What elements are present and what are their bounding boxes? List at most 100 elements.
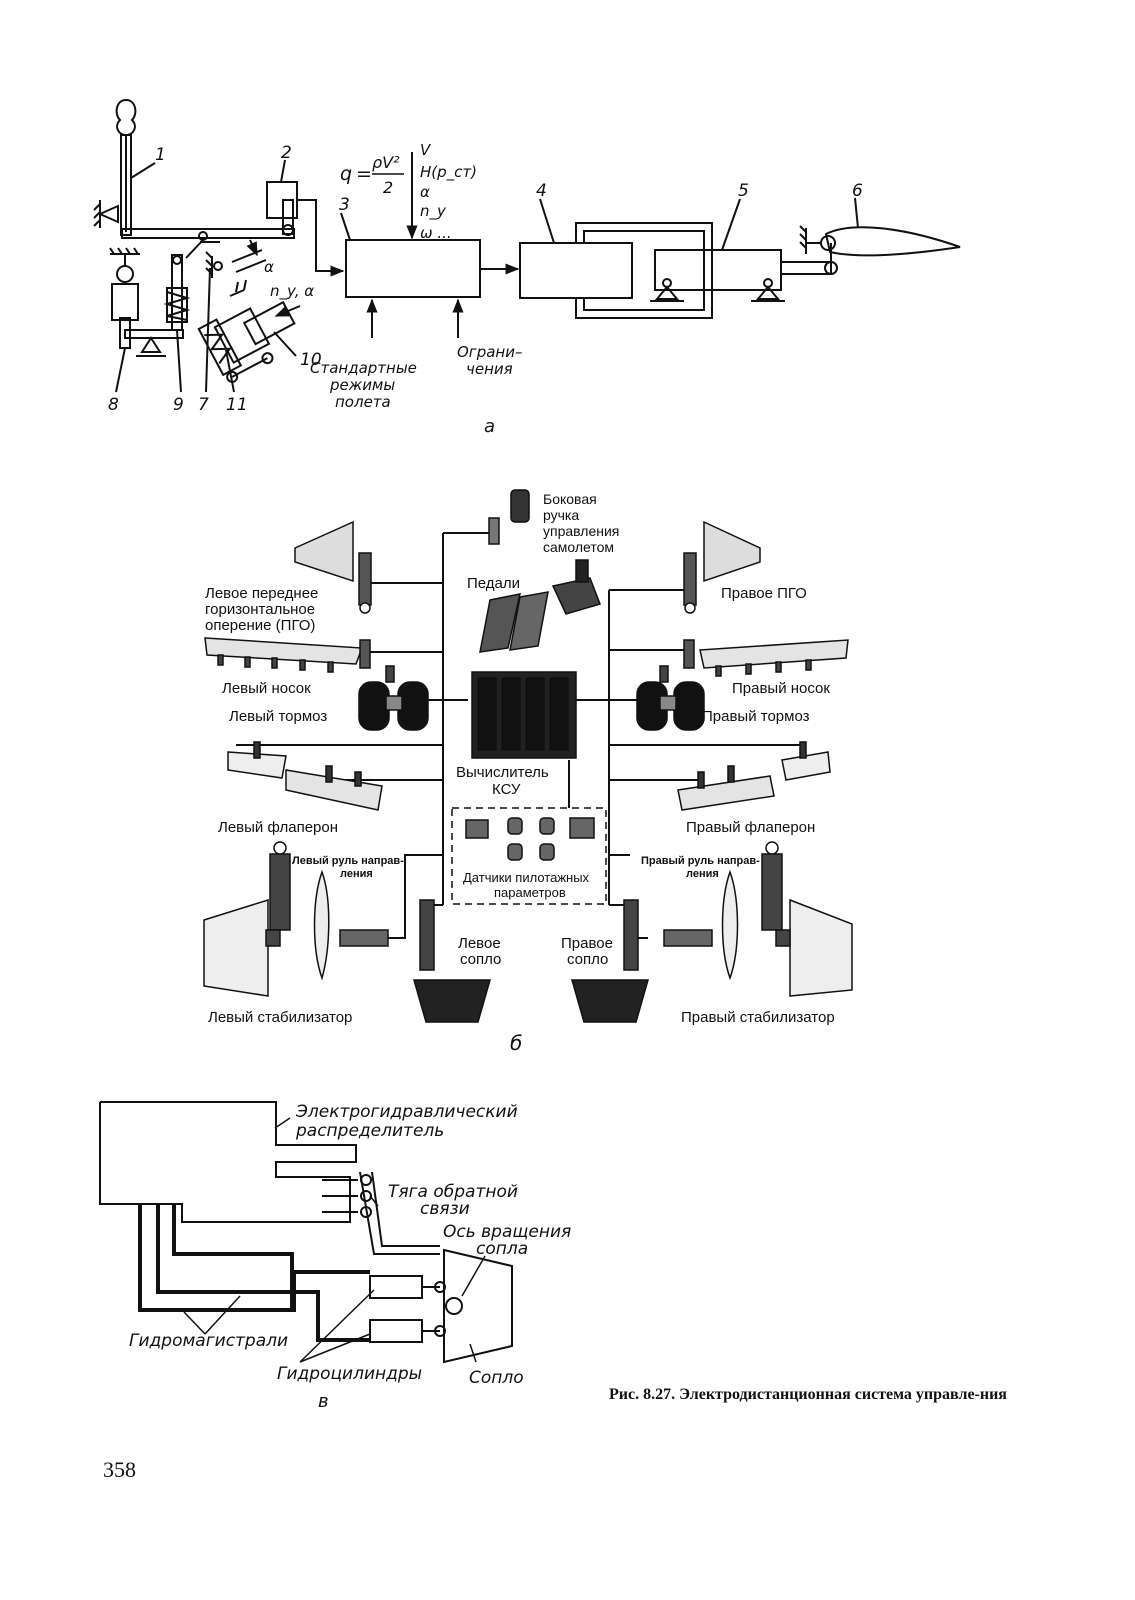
left-flaperon-label: Левый флаперон: [218, 819, 338, 836]
right-pgo-label: Правое ПГО: [721, 585, 807, 602]
left-stab-label: Левый стабилизатор: [208, 1009, 352, 1026]
nozzle-axis: [445, 1297, 463, 1315]
distributor-label-2: распределитель: [295, 1121, 444, 1141]
left-brake-label: Левый тормоз: [229, 708, 327, 725]
limits-line1: Ограни–: [457, 343, 522, 361]
figure-a-text: 1 2 3 4 5 6 8 9 7 11 10 q = ρV² 2 V H(p_…: [108, 141, 863, 437]
right-brake-icon: [636, 665, 705, 731]
nozzle-shape: [443, 1248, 513, 1364]
figure-v: [99, 1101, 513, 1364]
left-slat-label: Левый носок: [222, 680, 311, 697]
left-flaperon-outer-icon: [285, 769, 383, 811]
figure-v-text: Электрогидравлический распределитель Тяг…: [129, 1102, 571, 1412]
callout-11: 11: [226, 395, 248, 415]
left-flaperon-inner-icon: [227, 751, 287, 779]
formula-numerator: ρV²: [372, 153, 400, 172]
param-ny: n_y: [420, 202, 447, 221]
pedals-label: Педали: [467, 575, 520, 592]
side-stick-icon: [510, 489, 530, 523]
right-flaperon-label: Правый флаперон: [686, 819, 815, 836]
right-rudder-icon: [721, 869, 739, 981]
right-slat-label: Правый носок: [732, 680, 830, 697]
right-nozzle-label-1: Правое: [561, 935, 613, 952]
left-pgo-icon: [294, 520, 354, 583]
push-rod: [121, 228, 295, 239]
distributor-block: [99, 1101, 357, 1223]
axis-label-1: Ось вращения: [443, 1222, 571, 1242]
side-stick-label-2: ручка: [543, 507, 579, 523]
right-flaperon-outer-icon: [677, 775, 775, 811]
left-brake-icon: [358, 665, 429, 731]
right-rudder-label-2: ления: [686, 868, 719, 880]
sensor-icons: [465, 817, 595, 861]
callout-1: 1: [155, 145, 166, 165]
left-rudder-icon: [313, 869, 330, 981]
page-number: 358: [103, 1457, 136, 1482]
sensors-label-1: Датчики пилотажных: [463, 870, 590, 885]
callout-4: 4: [536, 181, 547, 201]
left-pgo-label-2: горизонтальное: [205, 601, 315, 618]
left-pgo-label-1: Левое переднее: [205, 585, 318, 602]
param-v: V: [420, 141, 432, 159]
gap-label: α: [264, 258, 274, 276]
figure-b-label: б: [510, 1031, 522, 1055]
distributor-label-1: Электрогидравлический: [295, 1102, 518, 1122]
computer-label-1: Вычислитель: [456, 764, 549, 781]
callout-10: 10: [300, 350, 322, 370]
servo-block-4: [519, 242, 633, 299]
cylinder-lower: [369, 1319, 423, 1343]
param-alpha: α: [420, 183, 430, 201]
left-stabilizer-icon: [203, 898, 269, 997]
standard-modes-line3: полета: [335, 393, 391, 411]
param-omega: ω ...: [420, 224, 452, 242]
param-h: H(p_ст): [420, 163, 477, 182]
computer-label-2: КСУ: [492, 781, 521, 798]
pedals-icon: [479, 591, 549, 653]
left-nozzle-icon: [413, 979, 491, 1023]
control-stick: [93, 98, 137, 236]
figure-caption: Рис. 8.27. Электродистанционная система …: [609, 1386, 1007, 1403]
right-rudder-actuator-icon: [761, 853, 783, 931]
cylinder-upper: [369, 1275, 423, 1299]
side-stick-label-4: самолетом: [543, 539, 614, 555]
figure-a: [93, 98, 961, 393]
left-slat-icon: [204, 637, 364, 665]
left-pgo-label-3: оперение (ПГО): [205, 617, 315, 634]
axis-label-2: сопла: [476, 1239, 528, 1259]
right-flaperon-inner-icon: [781, 751, 831, 781]
feedback-label-1: Тяга обратной: [388, 1182, 518, 1202]
figure-b-text: Боковая ручка управления самолетом Педал…: [205, 491, 835, 1055]
formula-eq: =: [356, 163, 372, 185]
left-rudder-label-2: ления: [340, 868, 373, 880]
feedback-label-2: связи: [420, 1199, 470, 1219]
callout-2: 2: [281, 143, 292, 163]
callout-6: 6: [852, 181, 863, 201]
callout-9: 9: [173, 395, 184, 415]
right-nozzle-icon: [571, 979, 649, 1023]
standard-modes-line2: режимы: [329, 376, 395, 394]
stick-unit-icon: [551, 559, 601, 615]
right-pgo-icon: [703, 520, 761, 583]
computer-block-3: [345, 239, 481, 298]
figure-a-label: а: [484, 416, 495, 437]
callout-8: 8: [108, 395, 119, 415]
callout-3: 3: [339, 195, 350, 215]
figure-b-components: [203, 489, 853, 1023]
left-rudder-label-1: Левый руль направ-: [292, 855, 404, 867]
right-rudder-label-1: Правый руль направ-: [641, 855, 760, 867]
right-slat-icon: [699, 639, 849, 669]
actuator-block-5: [654, 249, 782, 291]
ksu-computer-icon: [471, 671, 577, 759]
side-stick-label-1: Боковая: [543, 491, 597, 507]
standard-modes-line1: Стандартные: [310, 359, 417, 377]
callout-5: 5: [738, 181, 749, 201]
limits-line2: чения: [466, 360, 513, 378]
right-stabilizer-icon: [789, 898, 853, 997]
left-rudder-actuator-icon: [269, 853, 291, 931]
formula-q: q: [340, 163, 352, 185]
right-brake-label: Правый тормоз: [702, 708, 810, 725]
sensors-box: [451, 807, 607, 905]
callout-7: 7: [198, 395, 209, 415]
